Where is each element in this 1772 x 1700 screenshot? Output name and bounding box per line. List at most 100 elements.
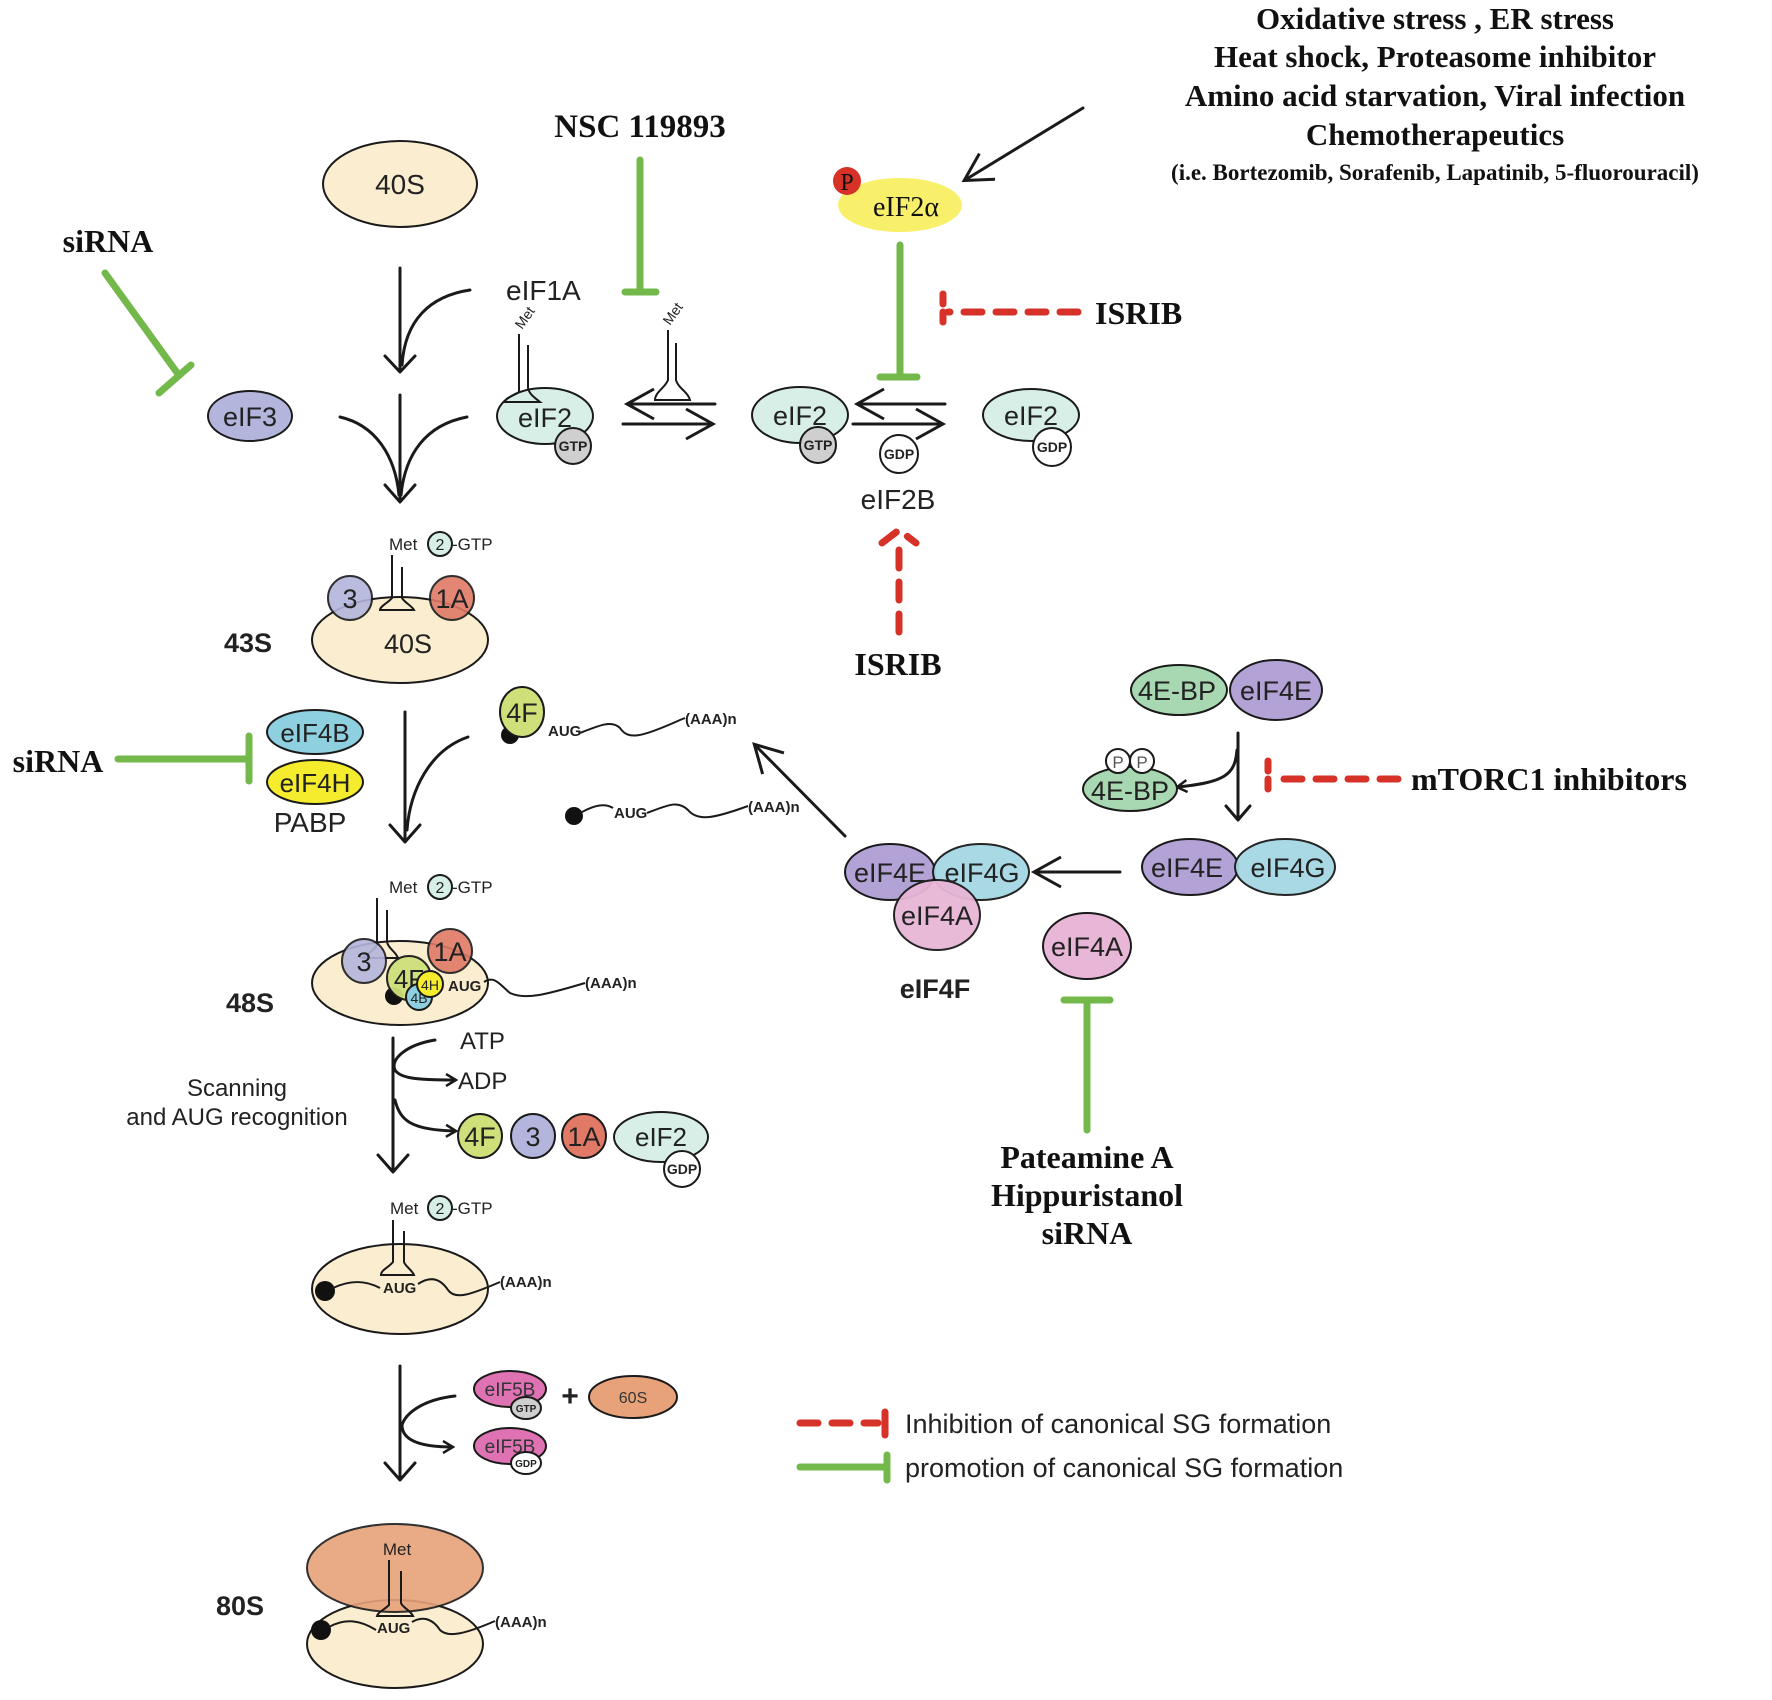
svg-text:P: P	[840, 170, 853, 196]
svg-text:eIF4E: eIF4E	[1151, 853, 1223, 883]
svg-text:Met: Met	[659, 299, 686, 327]
svg-text:-GTP: -GTP	[452, 1199, 493, 1218]
svg-text:3: 3	[525, 1122, 540, 1152]
svg-text:Met: Met	[383, 1540, 412, 1559]
svg-text:-GTP: -GTP	[452, 878, 493, 897]
svg-text:AUG: AUG	[614, 805, 647, 822]
stress-line-2: Heat shock, Proteasome inhibitor	[1214, 39, 1656, 74]
eif4a-free: eIF4A	[1042, 912, 1132, 980]
svg-text:GTP: GTP	[516, 1404, 537, 1415]
mtorc1-label: mTORC1 inhibitors	[1411, 761, 1687, 797]
eif5b-gdp: eIF5B GDP	[473, 1427, 547, 1475]
stress-line-3: Amino acid starvation, Viral infection	[1185, 78, 1685, 113]
svg-text:4F: 4F	[506, 698, 538, 728]
svg-text:1A: 1A	[433, 937, 466, 967]
ribosome-40s-free: 40S	[322, 140, 478, 228]
svg-text:Hippuristanol: Hippuristanol	[991, 1177, 1183, 1213]
svg-text:4E-BP: 4E-BP	[1138, 676, 1216, 706]
sirna-eif3-line	[101, 269, 182, 378]
eif4f-to-mrna-arrow	[752, 742, 847, 838]
svg-text:and AUG recognition: and AUG recognition	[126, 1104, 347, 1131]
svg-text:Met: Met	[511, 303, 538, 331]
svg-text:Pateamine A: Pateamine A	[1000, 1139, 1173, 1175]
svg-text:1A: 1A	[567, 1122, 600, 1152]
svg-text:eIF4H: eIF4H	[280, 768, 351, 798]
scanning-label: Scanning and AUG recognition	[126, 1075, 347, 1131]
svg-text:4E-BP: 4E-BP	[1091, 776, 1169, 806]
gdp-released: GDP	[879, 434, 919, 474]
svg-text:AUG: AUG	[548, 723, 581, 740]
svg-text:GTP: GTP	[804, 437, 833, 453]
svg-text:eIF2α: eIF2α	[873, 192, 939, 223]
eif3: eIF3	[207, 390, 293, 442]
eif1a-label: eIF1A	[506, 275, 581, 306]
phospho-4ebp: P P 4E-BP	[1082, 748, 1178, 812]
svg-text:(AAA)n: (AAA)n	[500, 1274, 552, 1291]
svg-text:GDP: GDP	[1037, 439, 1067, 455]
svg-text:4F: 4F	[464, 1122, 496, 1152]
svg-text:Scanning: Scanning	[187, 1075, 287, 1102]
mrna-with-eif4f: 4F AUG (AAA)n	[499, 686, 737, 744]
sirna-eif3-label: siRNA	[63, 223, 154, 259]
svg-text:GDP: GDP	[667, 1161, 697, 1177]
pabp-label: PABP	[274, 807, 347, 838]
svg-text:Met: Met	[389, 535, 418, 554]
mrna-free: AUG (AAA)n	[565, 799, 800, 825]
svg-text:eIF4E: eIF4E	[854, 858, 926, 888]
svg-text:3: 3	[342, 584, 357, 614]
svg-text:GDP: GDP	[515, 1459, 537, 1470]
eif1a-join-arrow	[400, 288, 472, 367]
svg-text:eIF2: eIF2	[773, 401, 827, 431]
svg-text:eIF4A: eIF4A	[1051, 932, 1123, 962]
svg-text:Met: Met	[390, 1199, 419, 1218]
svg-text:eIF3: eIF3	[223, 402, 277, 432]
sirna-eif4-label: siRNA	[13, 743, 104, 779]
isrib-bottom-arrowhead	[878, 525, 920, 547]
svg-text:1A: 1A	[435, 584, 468, 614]
svg-text:2: 2	[436, 1201, 445, 1218]
eif2-gtp-middle: eIF2 GTP	[751, 386, 849, 464]
sirna-eif3-bar	[155, 361, 195, 397]
svg-text:eIF4A: eIF4A	[901, 901, 973, 931]
eif4a-inhibitors-label: Pateamine A Hippuristanol siRNA	[991, 1139, 1183, 1251]
isrib-bottom-label: ISRIB	[854, 646, 941, 682]
svg-text:eIF2: eIF2	[1004, 401, 1058, 431]
plus-sign: +	[561, 1380, 579, 1413]
phospho-circle	[833, 167, 861, 195]
released-factors: 4F 3 1A eIF2 GDP	[457, 1111, 709, 1188]
svg-text:P: P	[1136, 753, 1147, 772]
legend-promotion: promotion of canonical SG formation	[796, 1451, 1343, 1484]
eif4h: eIF4H	[266, 759, 364, 805]
stress-arrow	[961, 106, 1085, 183]
eif2a-phospho: P eIF2α	[833, 167, 962, 232]
stress-line-1: Oxidative stress , ER stress	[1256, 1, 1614, 36]
svg-text:(AAA)n: (AAA)n	[685, 711, 737, 728]
svg-text:siRNA: siRNA	[1042, 1215, 1133, 1251]
svg-text:4H: 4H	[421, 977, 439, 993]
complex-48s-label: 48S	[226, 988, 274, 1018]
complex-43s: 3 1A 40S Met 2 -GTP	[311, 531, 493, 684]
svg-text:AUG: AUG	[448, 978, 481, 995]
svg-text:eIF4B: eIF4B	[280, 718, 349, 748]
svg-text:40S: 40S	[375, 169, 425, 200]
eif4f-label: eIF4F	[900, 974, 971, 1004]
svg-text:Inhibition of canonical SG for: Inhibition of canonical SG formation	[905, 1409, 1331, 1439]
svg-text:AUG: AUG	[377, 1620, 410, 1637]
adp-label: ADP	[458, 1068, 507, 1095]
svg-text:-GTP: -GTP	[452, 535, 493, 554]
svg-text:Met: Met	[389, 878, 418, 897]
legend: Inhibition of canonical SG formation pro…	[796, 1408, 1343, 1484]
svg-text:40S: 40S	[384, 629, 432, 659]
atp-label: ATP	[460, 1028, 505, 1055]
svg-text:(AAA)n: (AAA)n	[748, 799, 800, 816]
svg-text:eIF5B: eIF5B	[485, 1380, 536, 1401]
svg-text:AUG: AUG	[383, 1280, 416, 1297]
svg-text:GDP: GDP	[884, 446, 914, 462]
complex-80s: Met AUG (AAA)n	[306, 1523, 547, 1689]
svg-text:2: 2	[436, 880, 445, 897]
eif4b: eIF4B	[266, 709, 364, 755]
complex-43s-label: 43S	[224, 628, 272, 658]
eif4f-complex: eIF4E eIF4G eIF4A	[844, 843, 1030, 951]
eif2-gtp-met-tc-left: eIF2 GTP Met	[496, 303, 594, 465]
eif4e-eif4g-complex: eIF4E eIF4G	[1141, 838, 1336, 896]
